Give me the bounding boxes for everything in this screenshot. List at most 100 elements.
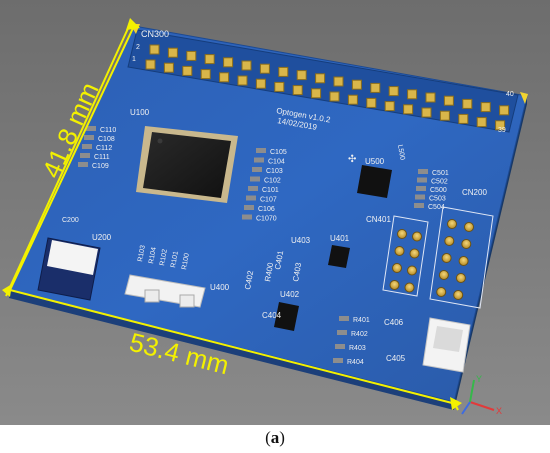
- header-pin: [458, 256, 469, 266]
- smd-part: [242, 214, 252, 220]
- header-pin: [347, 94, 358, 105]
- pin-1-label: 1: [132, 56, 136, 63]
- header-pin: [296, 70, 307, 81]
- smd-part: [256, 148, 266, 153]
- header-pin: [443, 95, 454, 106]
- header-pin: [480, 102, 491, 113]
- header-pin: [438, 270, 449, 280]
- component-label: R404: [347, 359, 364, 366]
- header-pin: [223, 57, 234, 68]
- header-pin: [461, 239, 472, 249]
- header-pin: [237, 75, 248, 86]
- sd-card-u200: [37, 237, 101, 301]
- smd-part: [84, 135, 94, 140]
- chip-u402: [274, 302, 299, 331]
- axis-x-label: X: [496, 406, 502, 416]
- header-pin: [200, 69, 211, 80]
- smd-part: [80, 153, 90, 158]
- pcb-edge: [9, 290, 454, 410]
- header-pin: [241, 60, 252, 71]
- header-pin: [499, 105, 510, 116]
- header-pin: [495, 120, 506, 131]
- smd-part: [415, 194, 425, 200]
- header-pin: [407, 265, 417, 276]
- u100-label: U100: [130, 108, 150, 117]
- component-label: C504: [428, 204, 445, 211]
- resistor-label: R103: [137, 245, 147, 263]
- header-pin: [444, 236, 455, 246]
- component-label: C503: [429, 196, 446, 203]
- header-pin: [182, 65, 193, 76]
- u401-label: U401: [330, 234, 350, 243]
- smd-part: [78, 162, 88, 167]
- chip-u401: [328, 245, 350, 268]
- header-pin: [462, 98, 473, 109]
- l500-label: L500: [396, 144, 406, 161]
- component-label: C406: [384, 318, 404, 327]
- smd-part: [252, 167, 262, 172]
- component-label: C403: [291, 261, 303, 282]
- header-pin: [389, 280, 400, 290]
- header-pin: [394, 246, 405, 256]
- header-pin: [366, 97, 377, 108]
- smd-part: [416, 186, 426, 191]
- header-pin: [407, 89, 418, 100]
- component-label: C108: [98, 136, 115, 143]
- smd-part: [414, 203, 424, 208]
- header-pin: [455, 273, 466, 283]
- header-pin: [447, 219, 457, 229]
- header-pin: [145, 59, 156, 70]
- component-label: C101: [262, 187, 279, 194]
- component-label: R402: [351, 331, 368, 338]
- header-pin: [436, 287, 447, 297]
- component-label: R400: [263, 261, 275, 282]
- component-label: C501: [432, 170, 449, 177]
- header-pin: [409, 248, 420, 259]
- caption-close: ): [279, 428, 285, 447]
- component-label: R401: [353, 317, 370, 324]
- smd-part: [246, 195, 256, 201]
- pin-40-label: 40: [506, 91, 514, 98]
- component-label: C106: [258, 206, 275, 213]
- resistor-label: R102: [159, 249, 169, 267]
- header-pin: [274, 81, 285, 92]
- u500-label: U500: [365, 157, 385, 166]
- u200-label: U200: [92, 233, 112, 242]
- header-pin: [370, 82, 381, 93]
- header-pin: [219, 72, 230, 83]
- component-label: C404: [262, 311, 282, 320]
- smd-part: [82, 144, 92, 149]
- header-pin: [464, 222, 474, 232]
- header-pin: [351, 79, 362, 90]
- smd-part: [418, 169, 428, 174]
- cn401-label: CN401: [366, 215, 391, 224]
- connector-cn401: [382, 215, 429, 297]
- header-pin: [255, 78, 266, 89]
- switch-u400: [124, 274, 206, 308]
- component-label: C1070: [256, 216, 277, 223]
- header-pin: [333, 76, 344, 87]
- header-pin: [292, 85, 303, 96]
- component-label: C405: [386, 354, 406, 363]
- dimension-lines: [5, 23, 459, 411]
- u403-label: U403: [291, 236, 311, 245]
- header-pin: [204, 54, 215, 65]
- ti-logo: ✣: [348, 154, 356, 165]
- header-cn300: [127, 29, 519, 133]
- header-pin: [453, 290, 464, 300]
- sensor-u500: [357, 165, 392, 198]
- smd-part: [250, 176, 260, 182]
- pin-2-label: 2: [136, 44, 140, 51]
- smd-part: [254, 157, 264, 163]
- dim-arrow: [450, 397, 462, 410]
- header-pin: [403, 104, 414, 115]
- component-label: C500: [430, 187, 447, 194]
- header-pin: [259, 63, 270, 74]
- pcb-3d-render: CN300 2 1 40 39 Optogen v1.0.2 14/02/201…: [0, 0, 550, 425]
- component-label: C502: [431, 179, 448, 186]
- smd-part: [333, 358, 343, 363]
